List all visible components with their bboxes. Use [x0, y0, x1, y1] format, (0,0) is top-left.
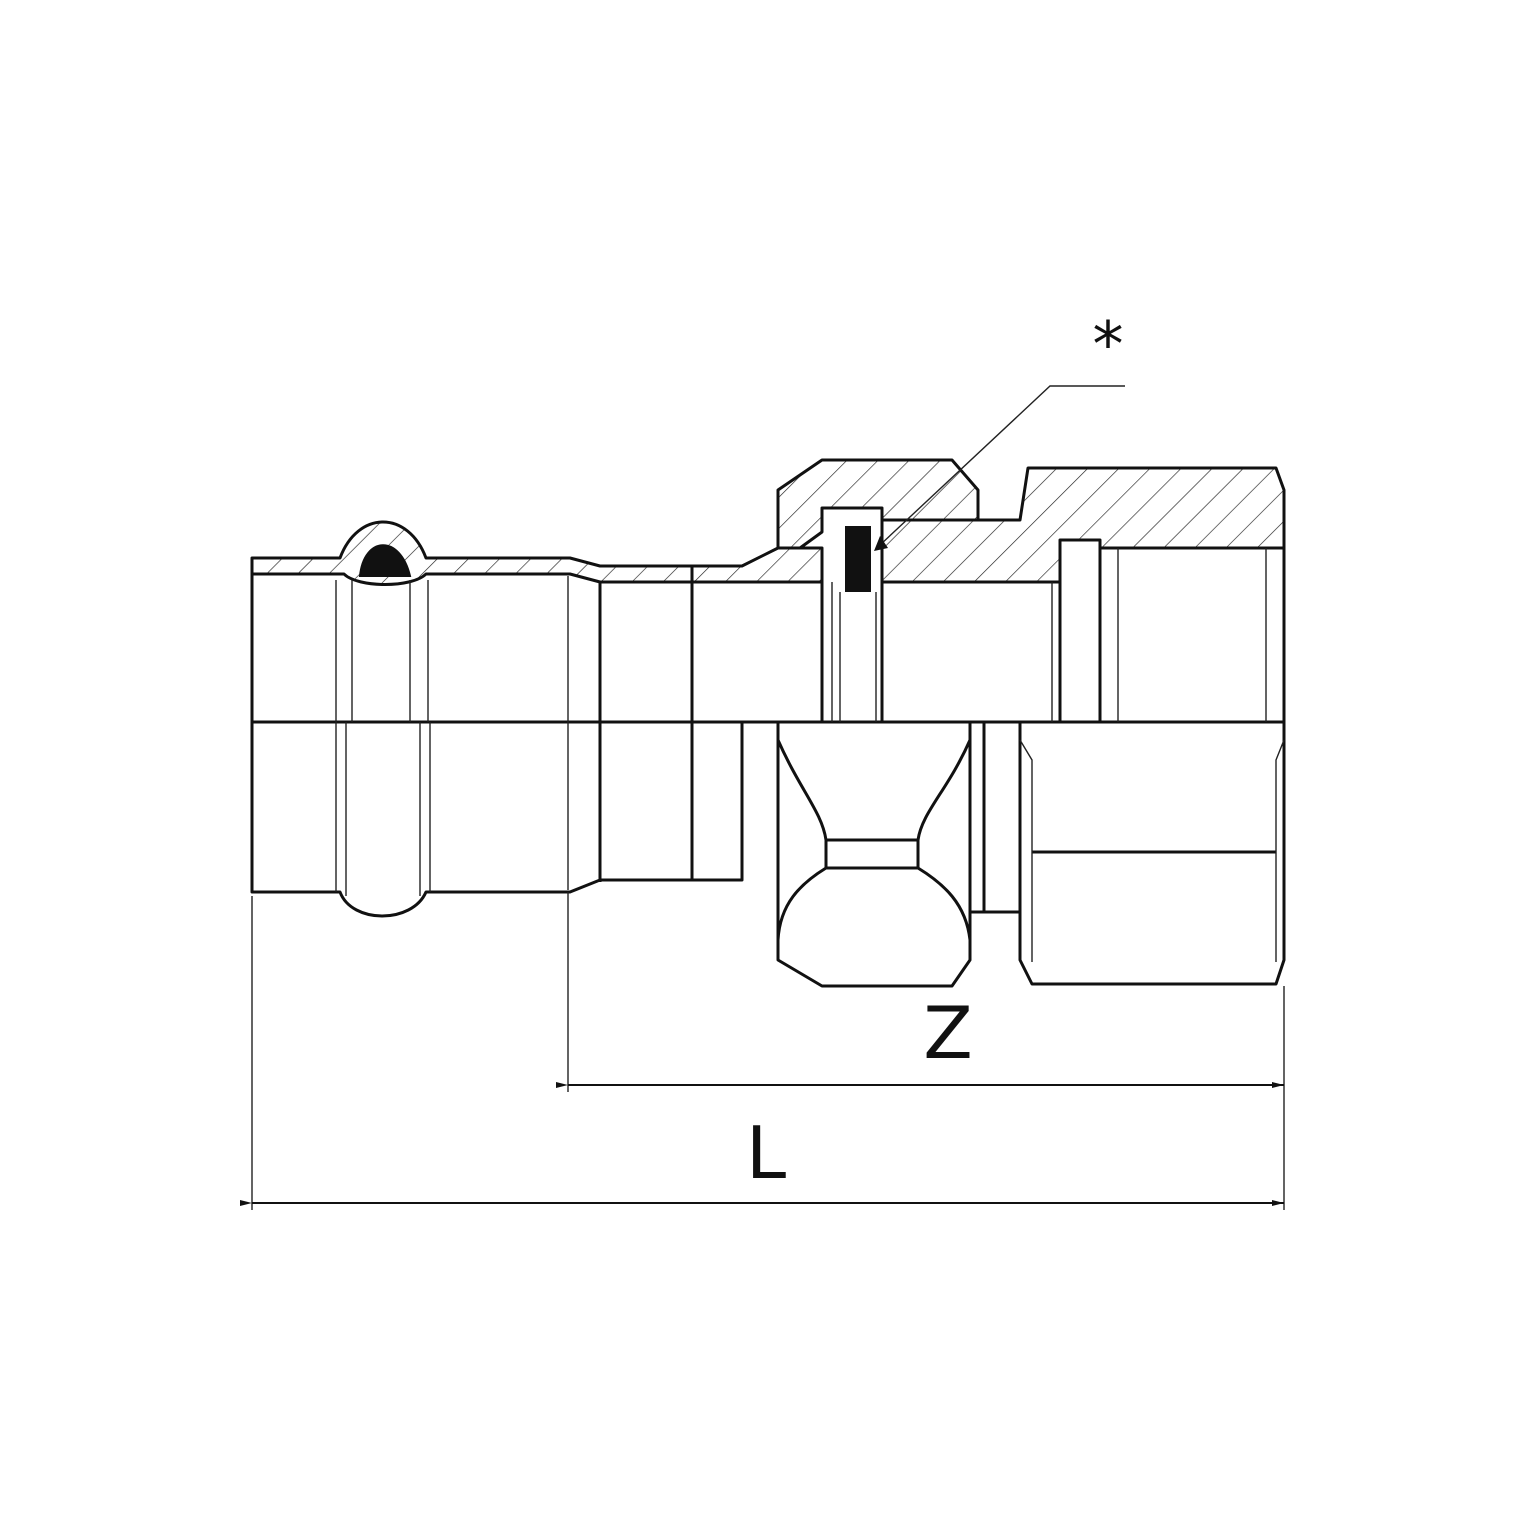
lower-outside-view [250, 722, 1286, 988]
leader-arrowhead [874, 536, 888, 551]
upper-section-view [250, 385, 1286, 724]
detail-asterisk-label: * [1093, 308, 1124, 381]
union-nut-section [776, 458, 980, 550]
dimension-z-label: Z [923, 991, 972, 1075]
union-nut-hex-faces [776, 739, 972, 941]
section-feature-lines [335, 540, 1267, 722]
union-nut-hex-outline [776, 722, 972, 988]
dimension-l-label: L [746, 1111, 786, 1195]
o-ring-seal [358, 544, 412, 577]
press-end-wall-section [250, 520, 694, 586]
flat-gasket [845, 526, 871, 592]
body-shoulder-section [690, 546, 824, 584]
press-end-outline [250, 722, 744, 918]
female-body-hex-chamfers [1019, 739, 1285, 962]
leader-line [879, 385, 1125, 546]
female-body-hex-outline [1018, 722, 1286, 986]
press-end-feature-lines [335, 722, 694, 896]
dimension-lines [240, 892, 1285, 1210]
